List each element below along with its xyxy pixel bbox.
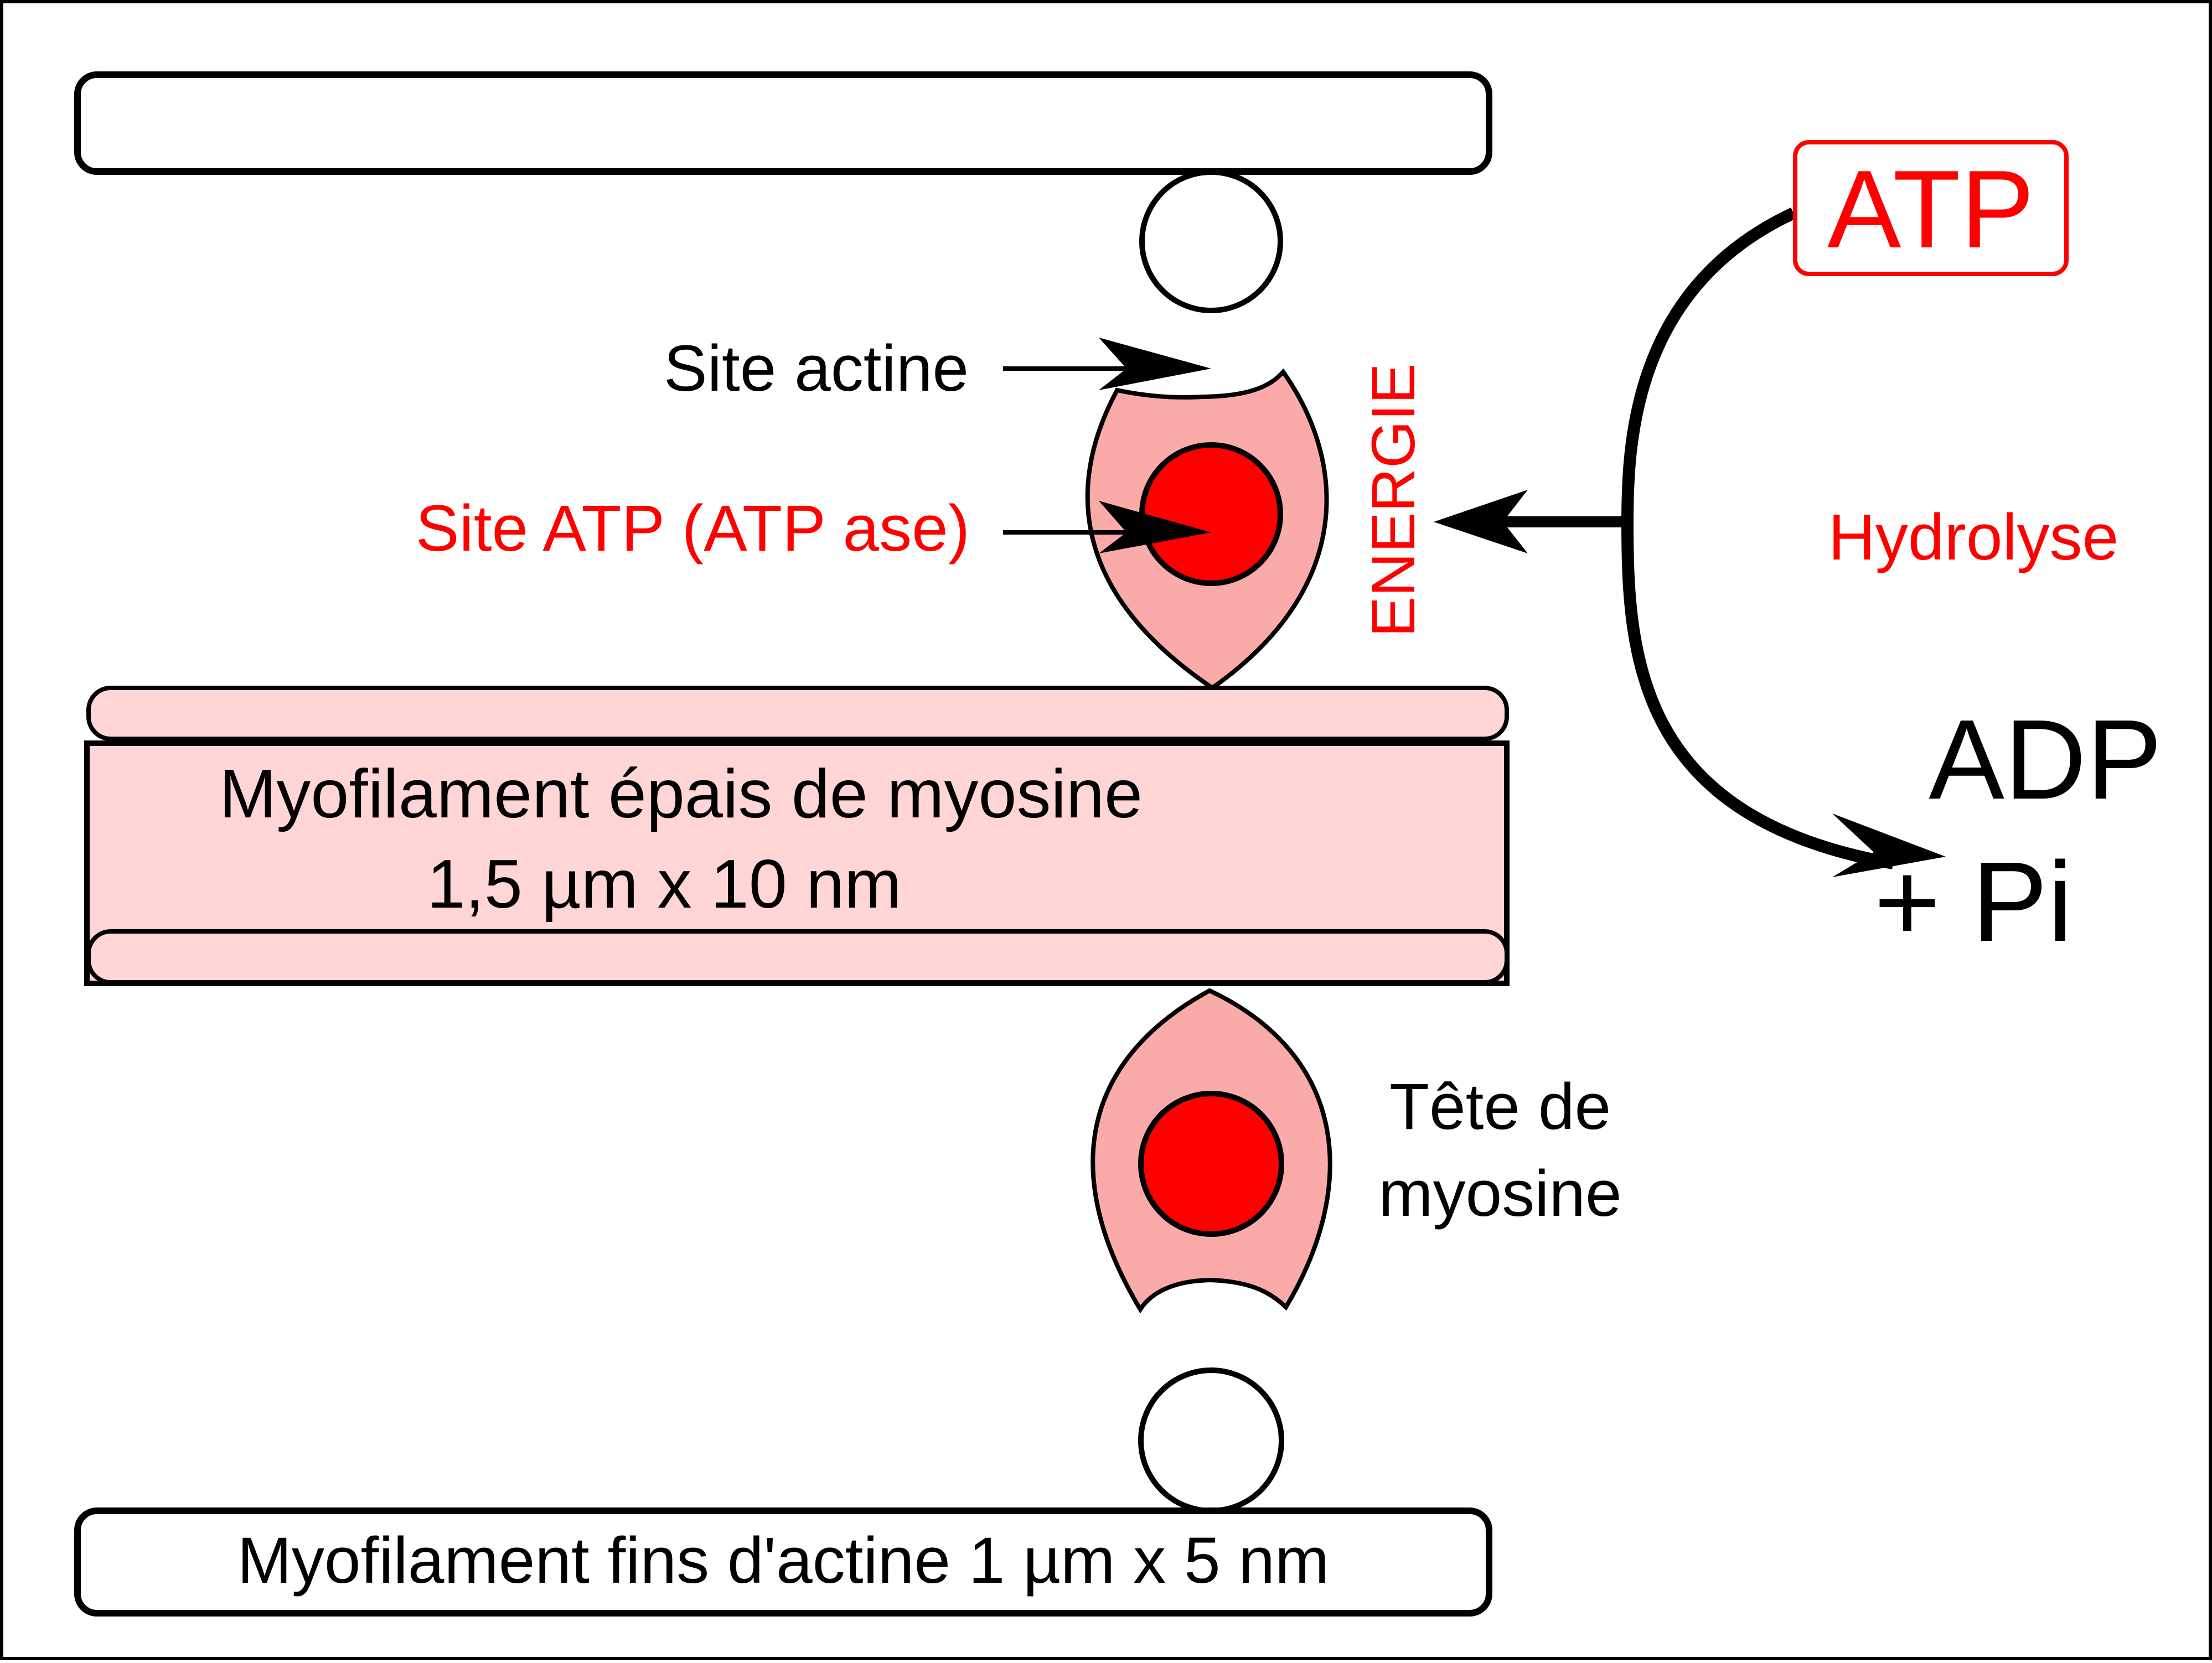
hydrolysis-arrowhead <box>1832 814 1946 877</box>
energie-label: ENERGIE <box>1360 363 1428 637</box>
tete-label-line1: Tête de <box>1389 1070 1611 1143</box>
energy-arrowhead <box>1434 490 1528 553</box>
site-actine-arrowhead <box>1099 338 1211 390</box>
site-atp-label: Site ATP (ATP ase) <box>416 492 970 565</box>
bottom-atp-site <box>1138 1091 1284 1237</box>
actin-filament-label: Myofilament fins d'actine 1 µm x 5 nm <box>237 1524 1330 1597</box>
top-actin-filament <box>74 71 1492 175</box>
top-actin-sphere <box>1139 169 1283 313</box>
top-atp-site <box>1139 442 1283 586</box>
tete-label-line2: myosine <box>1378 1157 1621 1230</box>
adp-label: ADP <box>1929 696 2162 823</box>
bottom-actin-filament <box>74 1507 1492 1617</box>
myosin-filament-size: 1,5 µm x 10 nm <box>427 846 901 923</box>
myosin-filament-bottom-band <box>86 929 1509 985</box>
pi-label: + Pi <box>1874 838 2073 965</box>
myosin-filament-top-band <box>86 686 1509 741</box>
atp-label: ATP <box>1827 148 2034 271</box>
hydrolyse-label: Hydrolyse <box>1828 501 2119 574</box>
myosin-filament-title: Myofilament épais de myosine <box>219 756 1143 832</box>
hydrolysis-curve <box>1621 208 1894 869</box>
atp-box <box>1793 140 2069 276</box>
site-atp-arrowhead <box>1099 501 1211 553</box>
site-actine-label: Site actine <box>664 332 969 405</box>
bottom-actin-sphere <box>1138 1367 1284 1514</box>
